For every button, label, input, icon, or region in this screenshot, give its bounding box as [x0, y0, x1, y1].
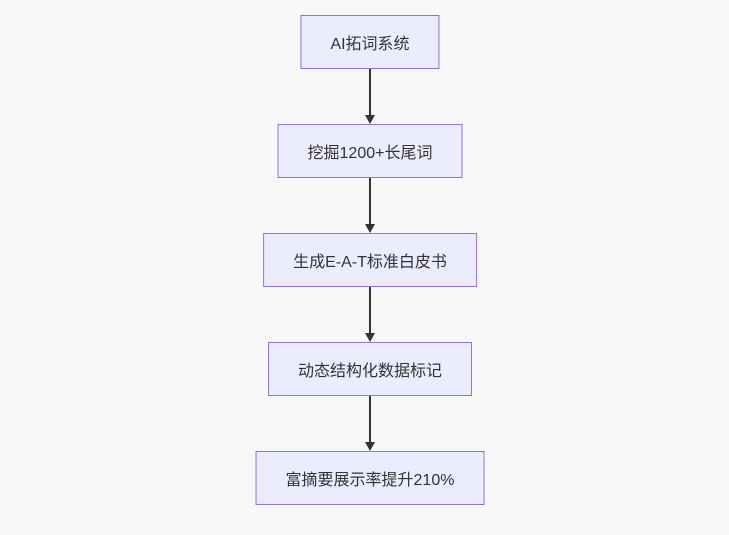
flow-node-ai-word-expansion-system: AI拓词系统 — [300, 15, 440, 69]
flow-connector-1 — [364, 69, 376, 124]
arrow-down-icon — [365, 333, 375, 342]
flow-connector-2 — [364, 178, 376, 233]
flow-node-label: 富摘要展示率提升210% — [285, 472, 455, 489]
flow-node-label: 动态结构化数据标记 — [297, 363, 443, 380]
arrow-line — [369, 69, 371, 115]
arrow-down-icon — [365, 442, 375, 451]
arrow-down-icon — [365, 115, 375, 124]
flow-connector-3 — [364, 287, 376, 342]
flow-node-mine-longtail-keywords: 挖掘1200+长尾词 — [277, 124, 463, 178]
flow-connector-4 — [364, 396, 376, 451]
flow-node-label: 挖掘1200+长尾词 — [307, 145, 433, 162]
arrow-line — [369, 287, 371, 333]
flow-node-label: 生成E-A-T标准白皮书 — [293, 254, 447, 271]
flow-node-rich-snippet-rate-increase: 富摘要展示率提升210% — [255, 451, 485, 505]
arrow-line — [369, 178, 371, 224]
arrow-down-icon — [365, 224, 375, 233]
arrow-line — [369, 396, 371, 442]
flow-node-dynamic-structured-data-markup: 动态结构化数据标记 — [267, 342, 473, 396]
flow-node-label: AI拓词系统 — [330, 36, 410, 53]
flow-node-generate-eat-whitepaper: 生成E-A-T标准白皮书 — [263, 233, 477, 287]
